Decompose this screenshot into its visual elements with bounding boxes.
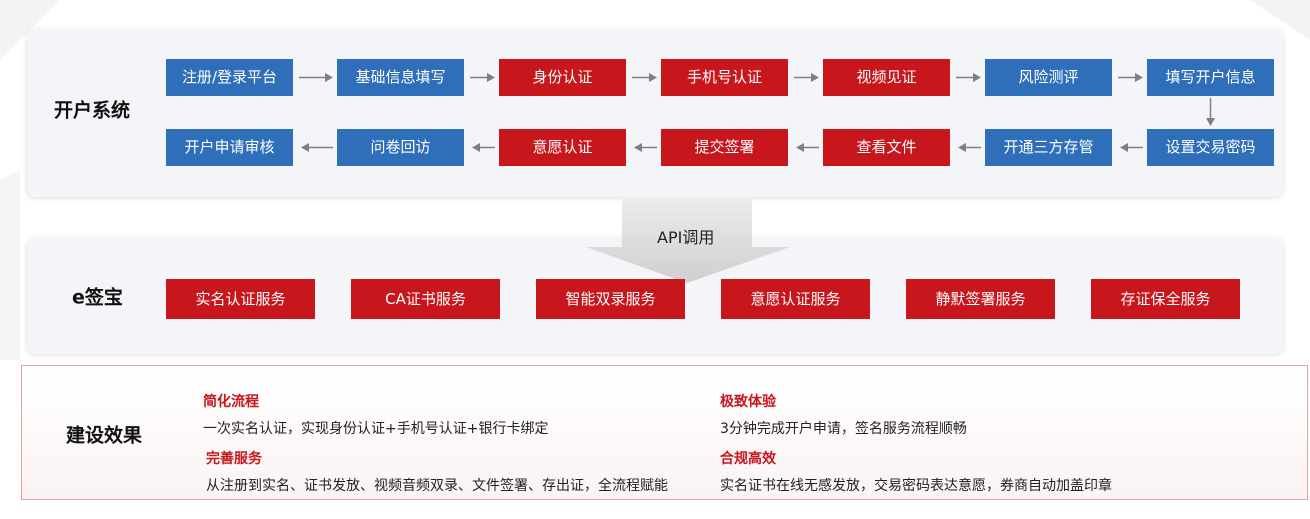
flow-step-box: 视频见证 xyxy=(823,59,950,96)
account-system-title: 开户系统 xyxy=(54,99,131,122)
esign-service-box: 意愿认证服务 xyxy=(721,279,870,319)
flow-step-box: 手机号认证 xyxy=(661,59,788,96)
flow-step-box: 填写开户信息 xyxy=(1147,59,1274,96)
flow-step-box: 注册/登录平台 xyxy=(166,59,293,96)
esign-service-box: 存证保全服务 xyxy=(1091,279,1240,319)
api-call-label: API调用 xyxy=(657,228,715,247)
flow-step-box: 基础信息填写 xyxy=(337,59,464,96)
effects-panel xyxy=(21,365,1308,500)
flow-step-box: 问卷回访 xyxy=(337,129,464,166)
account-system-panel xyxy=(27,29,1283,197)
effect-heading-simplify: 简化流程 xyxy=(203,394,259,410)
effects-title: 建设效果 xyxy=(66,424,143,447)
flow-step-box: 开通三方存管 xyxy=(985,129,1112,166)
effect-text-simplify: 一次实名认证，实现身份认证+手机号认证+银行卡绑定 xyxy=(203,421,549,437)
flow-step-box: 提交签署 xyxy=(661,129,788,166)
esign-service-box: 实名认证服务 xyxy=(166,279,315,319)
esign-service-box: 静默签署服务 xyxy=(906,279,1055,319)
esign-title: e签宝 xyxy=(72,286,123,309)
flow-step-box: 设置交易密码 xyxy=(1147,129,1274,166)
effect-text-compliance: 实名证书在线无感发放，交易密码表达意愿，券商自动加盖印章 xyxy=(720,478,1112,494)
flow-step-box: 身份认证 xyxy=(499,59,626,96)
effect-heading-experience: 极致体验 xyxy=(720,394,776,410)
effect-heading-compliance: 合规高效 xyxy=(720,451,776,467)
esign-service-box: CA证书服务 xyxy=(351,279,500,319)
effect-text-experience: 3分钟完成开户申请，签名服务流程顺畅 xyxy=(720,421,967,437)
effect-text-complete: 从注册到实名、证书发放、视频音频双录、文件签署、存出证，全流程赋能 xyxy=(206,478,668,494)
effect-heading-complete: 完善服务 xyxy=(206,451,262,467)
esign-service-box: 智能双录服务 xyxy=(536,279,685,319)
flow-step-box: 查看文件 xyxy=(823,129,950,166)
flow-step-box: 意愿认证 xyxy=(499,129,626,166)
flow-step-box: 风险测评 xyxy=(985,59,1112,96)
flow-step-box: 开户申请审核 xyxy=(166,129,293,166)
